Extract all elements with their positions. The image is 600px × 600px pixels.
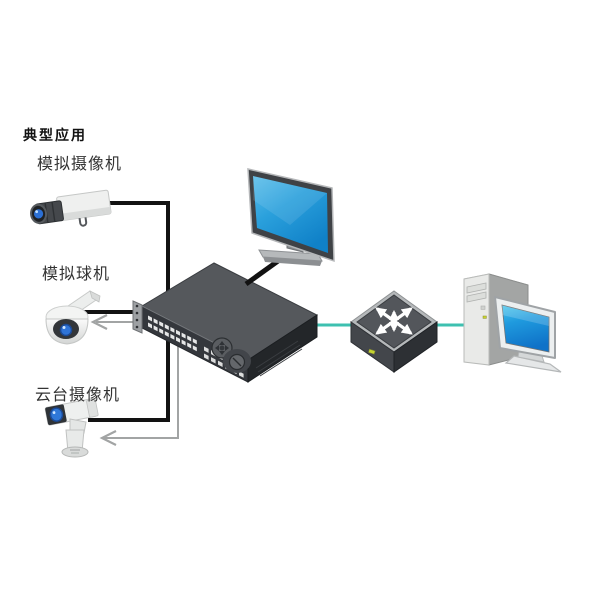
dvr-knob	[223, 349, 251, 373]
pc-workstation	[463, 273, 562, 373]
dome-mount-cap	[89, 290, 101, 303]
monitor-screen	[253, 176, 328, 253]
switch-arrows-icon	[375, 307, 413, 335]
pc-monitor	[494, 296, 562, 373]
pc-monitor-screen	[501, 304, 550, 353]
pc-led	[482, 315, 487, 319]
analog-dome-camera	[45, 290, 101, 345]
pc-power-button	[480, 305, 486, 310]
control-line-ptz	[104, 335, 179, 439]
label-ptz-camera: 云台摄像机	[35, 385, 121, 404]
box-camera-body-shade	[59, 207, 111, 221]
page-title: 典型应用	[23, 127, 87, 143]
main-monitor	[244, 168, 335, 287]
monitor-screen-glare	[253, 176, 327, 225]
control-arrow-ptz-icon	[99, 430, 117, 446]
dvr-terminal-bracket	[132, 300, 143, 334]
label-analog-camera: 模拟摄像机	[37, 154, 123, 173]
analog-box-camera	[30, 189, 112, 227]
ptz-base	[61, 446, 89, 458]
control-arrow-dome-icon	[90, 314, 108, 330]
pc-drive-bay	[466, 282, 487, 294]
dvr-vents	[255, 340, 303, 377]
dome-lens	[59, 323, 73, 337]
switch-front-right-face	[393, 321, 438, 373]
ptz-side-hinge	[86, 398, 99, 418]
lens-highlight	[52, 411, 56, 414]
label-analog-dome: 模拟球机	[42, 264, 111, 283]
lens-highlight	[62, 326, 66, 329]
switch-led	[368, 348, 376, 355]
ptz-camera	[44, 398, 99, 458]
dvr-side-face	[247, 314, 318, 383]
box-camera-mount-loop	[78, 217, 88, 227]
network-switch	[350, 290, 438, 373]
pc-drive-bay	[466, 291, 487, 303]
lens-highlight	[35, 210, 39, 214]
dvr	[132, 262, 319, 383]
ptz-head	[44, 398, 99, 426]
pc-screen-glare	[502, 305, 549, 326]
